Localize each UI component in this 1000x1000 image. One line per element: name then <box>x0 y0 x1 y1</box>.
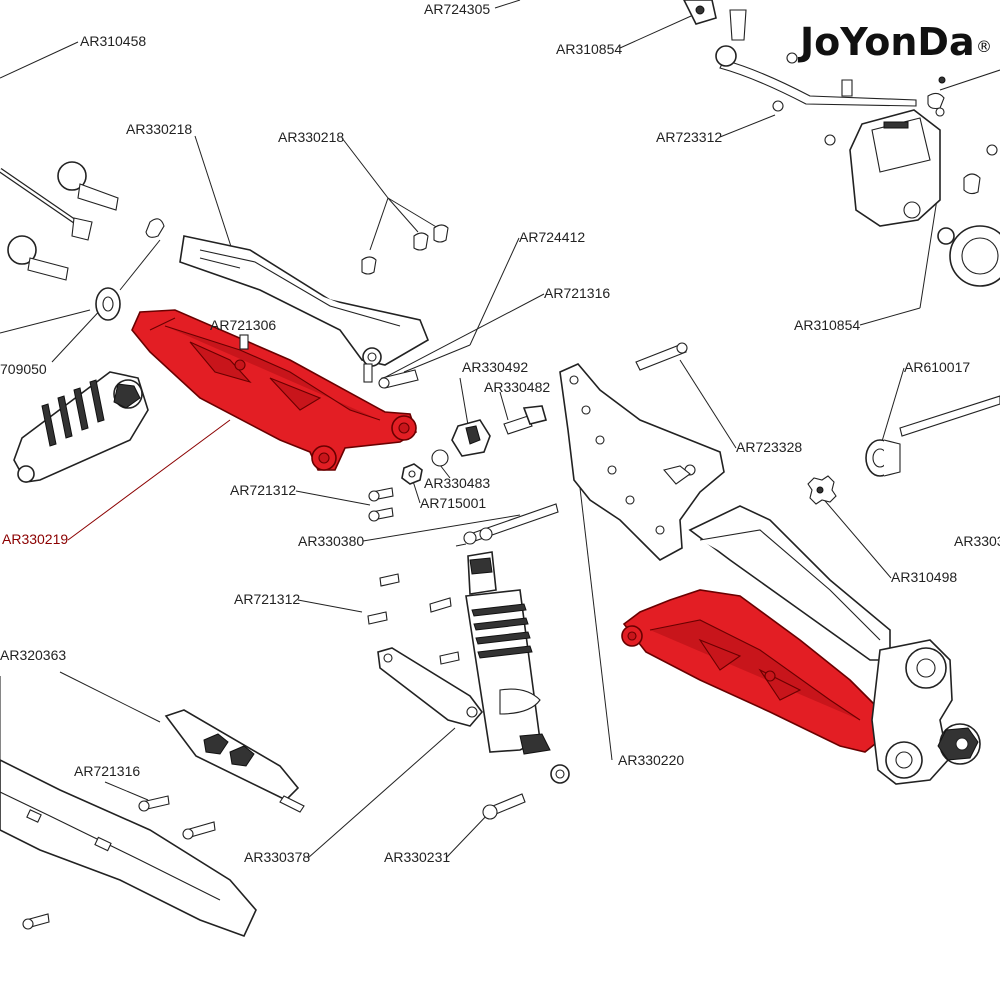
shock-spring-center <box>471 603 533 659</box>
drive-shaft-left <box>0 161 165 281</box>
label-ar310854-right: AR310854 <box>794 317 860 333</box>
label-ar330219: AR330219 <box>2 531 68 547</box>
lower-arm-left-highlight <box>131 309 417 471</box>
label-ar721312-top: AR721312 <box>230 482 296 498</box>
label-ar330218-clips: AR330218 <box>278 129 344 145</box>
shock-left <box>13 371 149 483</box>
pinion-ar310498 <box>807 475 837 505</box>
small-fittings-top-right <box>772 52 1000 195</box>
hub-carrier-right <box>871 639 981 785</box>
label-ar330482: AR330482 <box>484 379 550 395</box>
label-ar330380: AR330380 <box>298 533 364 549</box>
shock-center <box>465 551 570 784</box>
plate-ar330378 <box>377 647 484 727</box>
label-ar715001: AR715001 <box>420 495 486 511</box>
brand-name: JoYonDa <box>797 20 975 64</box>
label-ar330220: AR330220 <box>618 752 684 768</box>
long-pin-ar723328 <box>635 342 688 371</box>
shock-spring-left <box>41 379 105 447</box>
label-ar721316-bottom: AR721316 <box>74 763 140 779</box>
label-ar610017: AR610017 <box>904 359 970 375</box>
brand-logo: JoYonDa ® <box>797 20 992 64</box>
label-ar724305: AR724305 <box>424 1 490 17</box>
label-ar330492: AR330492 <box>462 359 528 375</box>
screw-ar330231 <box>482 793 526 820</box>
label-ar723312: AR723312 <box>656 129 722 145</box>
sway-bar <box>683 0 917 107</box>
label-ar3303-cut: AR3303 <box>954 533 1000 549</box>
label-ar310498: AR310498 <box>891 569 957 585</box>
label-ar330378: AR330378 <box>244 849 310 865</box>
ring-gear <box>937 225 1000 287</box>
pin-ar721306 <box>239 334 249 350</box>
nut-ar715001 <box>401 463 423 485</box>
ball-stud <box>503 405 547 435</box>
bearing-ar610017 <box>865 395 1000 477</box>
screws-ar721312 <box>368 487 394 522</box>
upper-arm-right <box>688 505 891 661</box>
skid-plate <box>164 709 305 813</box>
label-ar721312-mid: AR721312 <box>234 591 300 607</box>
clips <box>361 224 449 275</box>
label-ar330231: AR330231 <box>384 849 450 865</box>
upper-arm-left <box>179 235 429 383</box>
long-bolt-ar330380 <box>463 503 559 545</box>
label-ar320363: AR320363 <box>0 647 66 663</box>
shock-tower-plate <box>559 363 725 561</box>
label-ar310854-top: AR310854 <box>556 41 622 57</box>
bushing-709050 <box>95 287 121 321</box>
diff-case <box>849 109 941 227</box>
bumper-ar320363 <box>0 676 257 938</box>
label-ar721316-top: AR721316 <box>544 285 610 301</box>
label-ar310458: AR310458 <box>80 33 146 49</box>
lower-arm-right-highlight <box>621 589 881 753</box>
label-ar724412: AR724412 <box>519 229 585 245</box>
label-ar721306: AR721306 <box>210 317 276 333</box>
label-ar330218-arm: AR330218 <box>126 121 192 137</box>
screws-ar721316-bottom <box>22 795 216 930</box>
registered-mark: ® <box>976 37 992 56</box>
label-ar330483: AR330483 <box>424 475 490 491</box>
screws-center <box>367 543 467 665</box>
hinge-pin <box>378 369 419 389</box>
label-ar723328: AR723328 <box>736 439 802 455</box>
label-709050: 709050 <box>0 361 47 377</box>
pivot-cup <box>431 419 491 467</box>
part-labels: AR724305 AR310458 AR310854 AR330218 AR33… <box>0 1 1000 865</box>
